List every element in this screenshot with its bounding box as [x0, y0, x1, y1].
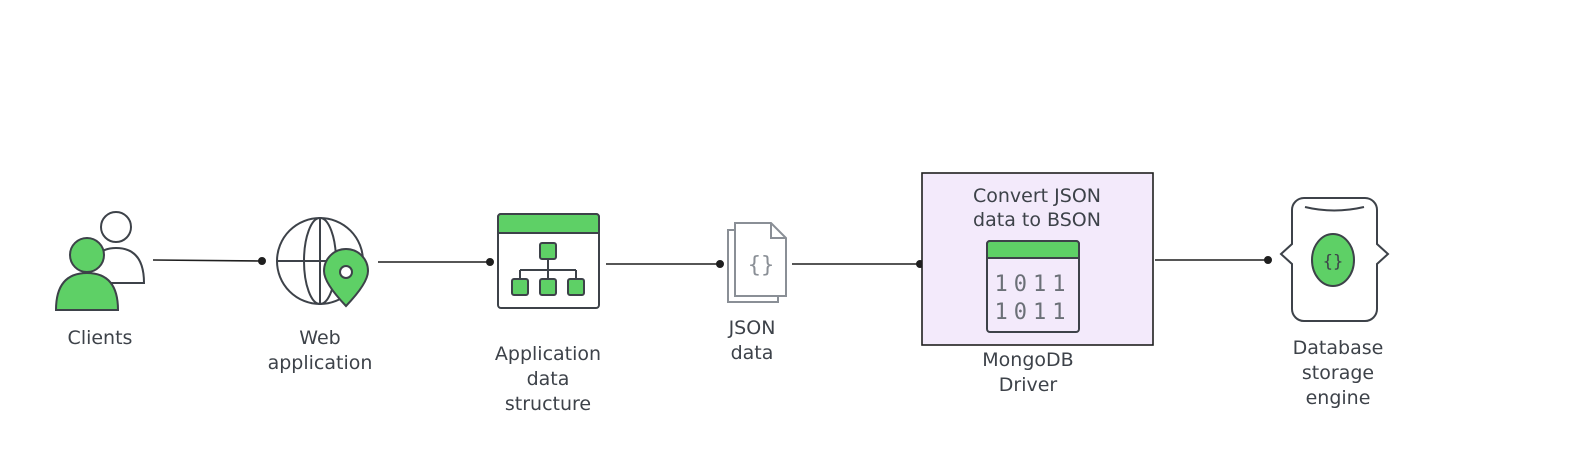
driver-box-title: Convert JSON data to BSON [973, 185, 1101, 231]
label-json-data: JSON data [728, 317, 776, 364]
label-database-storage-engine: Database storage engine [1292, 337, 1384, 409]
hierarchy-window-icon [497, 213, 600, 309]
label-application-data-structure: Application data structure [494, 343, 602, 415]
database-braces-icon: {} [1279, 197, 1390, 322]
edge-clients-web [152, 256, 266, 265]
storage-braces-glyph: {} [1323, 252, 1343, 272]
edge-driver-storage [1155, 255, 1273, 264]
binary-row-2: 1011 [995, 300, 1072, 325]
globe-location-icon [276, 217, 370, 308]
edge-json-driver [792, 259, 924, 268]
binary-row-1: 1011 [995, 272, 1072, 297]
json-braces-glyph: {} [748, 253, 775, 278]
edge-appdata-json [606, 259, 724, 268]
label-mongodb-driver: MongoDB Driver [982, 349, 1074, 396]
users-icon [54, 211, 146, 311]
edge-web-appdata [378, 257, 494, 266]
label-web-application: Web application [267, 327, 373, 374]
label-clients: Clients [67, 327, 133, 349]
json-document-icon: {} [727, 222, 787, 303]
binary-window-icon [986, 240, 1080, 333]
binary-digits: 1011 1011 [995, 272, 1072, 325]
